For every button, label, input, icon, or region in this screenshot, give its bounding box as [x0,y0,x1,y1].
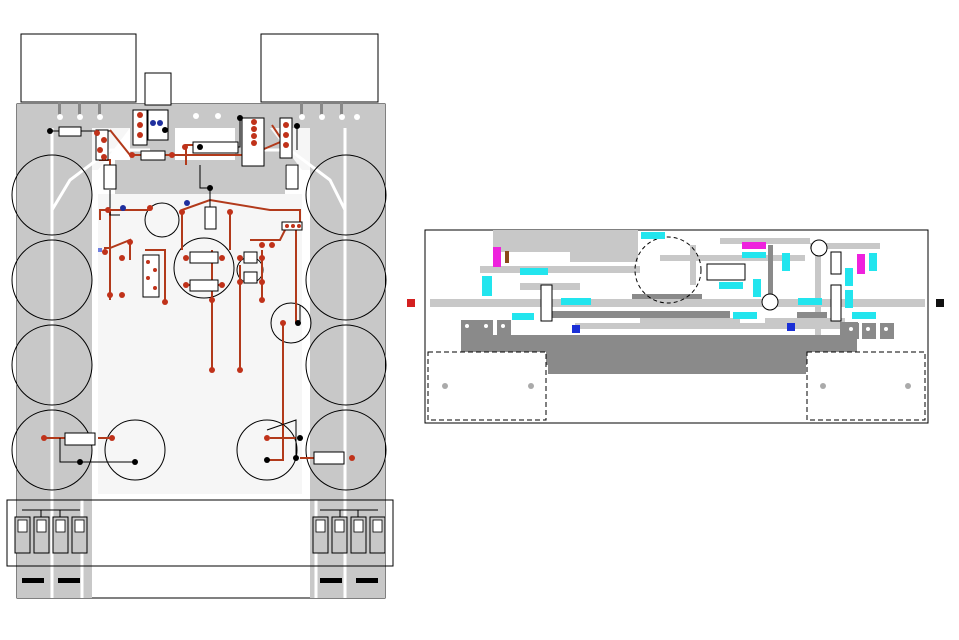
capacitor [270,302,312,344]
resistor [140,150,166,161]
top-left-transformer-block [20,33,137,103]
resistor [204,206,217,230]
resistor [103,164,117,190]
capacitor [104,419,166,481]
capacitor [305,239,387,321]
side-copper-areas [430,230,925,335]
capacitor [11,239,93,321]
magenta-smd-parts [493,242,865,274]
resistor [243,251,258,264]
capacitor [144,202,180,238]
resistor [58,126,82,137]
brown-smd-part [505,251,509,263]
cyan-smd-parts [482,232,877,320]
resistor [189,279,219,292]
resistor [64,432,96,446]
capacitor [236,419,298,481]
blue-marker [787,323,795,331]
red-pads [41,112,355,461]
filter-capacitors [11,154,387,491]
black-pads [47,115,303,465]
dashed-capacitor-outline [634,236,702,304]
top-right-transformer-block [260,33,379,103]
resistor [313,451,345,465]
blue-marker [572,325,580,333]
resistor [192,141,239,154]
resistor [285,164,299,190]
capacitor [11,324,93,406]
top-connector-pins [57,72,360,120]
side-view-pcb [424,229,929,424]
transistor [142,254,160,298]
capacitor [11,154,93,236]
blue-vias [98,120,190,252]
capacitor [173,237,235,299]
resistor [243,271,258,284]
resistor [189,251,219,264]
side-pins [479,320,894,339]
red-marker [407,299,415,307]
capacitor [11,409,93,491]
bottom-heatsink-strip [6,499,394,583]
capacitor [305,154,387,236]
top-view-pcb [6,33,394,599]
black-marker [936,299,944,307]
capacitor [305,324,387,406]
capacitor [305,409,387,491]
side-components [540,239,842,322]
